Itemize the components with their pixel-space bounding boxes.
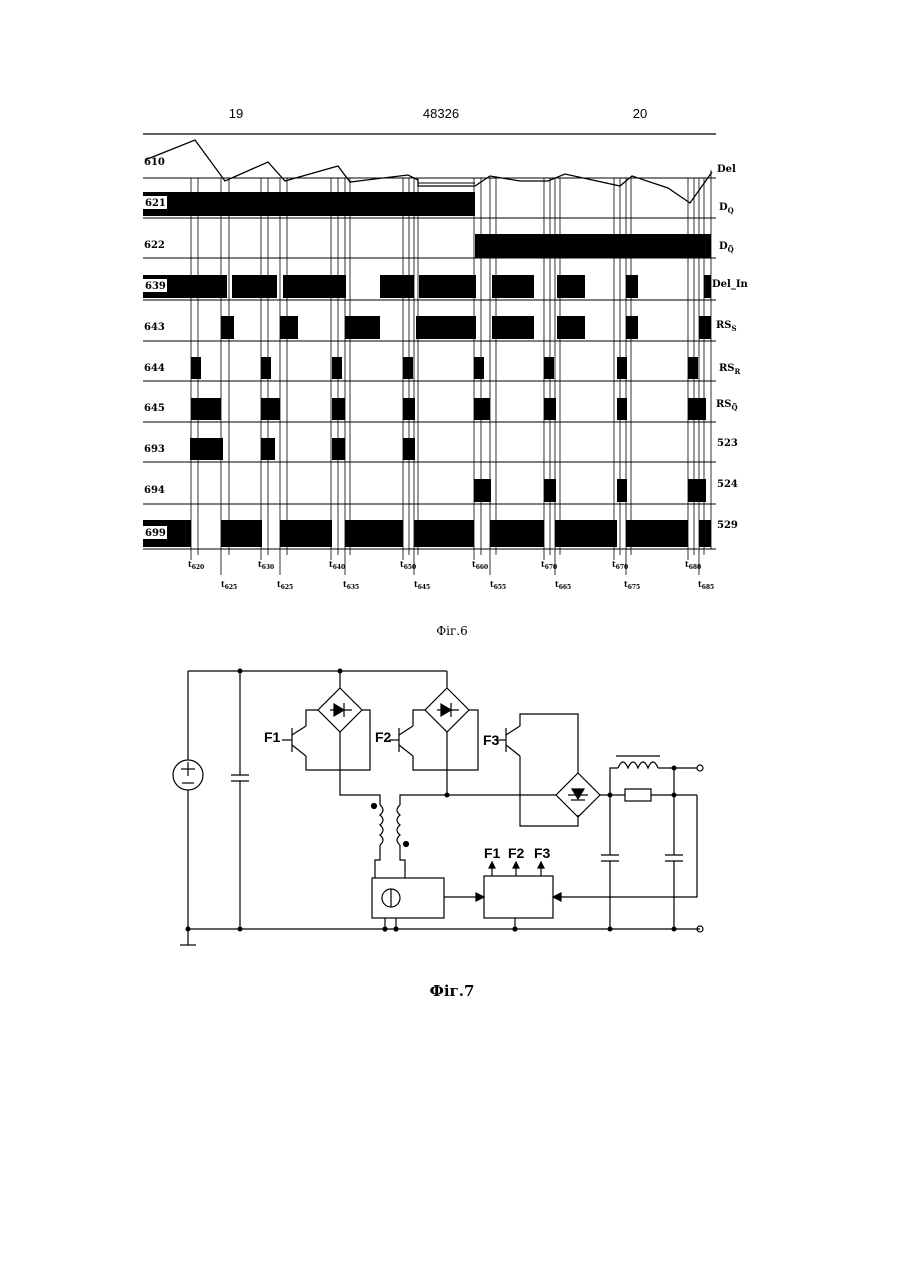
switch-label-f2: F2 <box>375 729 392 745</box>
row-label-622: 622 <box>144 240 165 251</box>
signal-label-del-in: Del_In <box>712 279 749 290</box>
row-label-699: 699 <box>145 528 166 539</box>
header-page-right: 20 <box>633 106 647 121</box>
time-label-t640: t640 <box>329 559 345 571</box>
time-label-t645: t645 <box>414 579 430 591</box>
current-sensor-box <box>372 878 444 918</box>
fig7-caption: Фіг.7 <box>430 982 475 1000</box>
signal-label-dq: DQ <box>719 202 734 215</box>
fig6-timing-diagram: 610 621 622 639 643 644 645 693 694 699 … <box>143 134 749 638</box>
row-label-639: 639 <box>145 281 166 292</box>
row-label-644: 644 <box>144 363 165 374</box>
inductor-icon <box>618 762 658 768</box>
signal-label-523: 523 <box>717 438 738 449</box>
switch-label-f3: F3 <box>483 732 500 748</box>
row-label-621: 621 <box>145 198 166 209</box>
transformer-secondary-icon <box>397 805 400 845</box>
header-page-left: 19 <box>229 106 243 121</box>
signal-label-del: Del <box>717 164 736 175</box>
time-label-t655: t655 <box>490 579 506 591</box>
time-label-t675: t675 <box>624 579 640 591</box>
waveform-pulses <box>143 192 711 547</box>
time-label-t630: t630 <box>258 559 274 571</box>
controller-output-f2: F2 <box>508 845 525 861</box>
time-label-t620: t620 <box>188 559 204 571</box>
transformer-primary-icon <box>380 805 383 845</box>
controller-output-f3: F3 <box>534 845 551 861</box>
signal-label-rs-r: RSR <box>719 363 741 376</box>
row-label-694: 694 <box>144 485 165 496</box>
signal-label-rs-s: RSS <box>716 320 737 333</box>
row-label-693: 693 <box>144 444 165 455</box>
row-label-645: 645 <box>144 403 165 414</box>
row-label-643: 643 <box>144 322 165 333</box>
signal-label-dq-bar: DQ̅ <box>719 241 734 254</box>
time-label-t635: t635 <box>343 579 359 591</box>
controller-box <box>484 876 553 918</box>
fig6-caption: Фіг.6 <box>436 624 468 638</box>
time-labels-upper: t625 t625 t635 t645 t655 t665 t670 t675 … <box>221 559 714 591</box>
time-label-t685: t685 <box>698 579 714 591</box>
time-label-t625a: t625 <box>221 579 237 591</box>
time-label-t665: t665 <box>555 579 571 591</box>
signal-label-524: 524 <box>717 479 738 490</box>
controller-output-f1: F1 <box>484 845 501 861</box>
time-label-t625b: t625 <box>277 579 293 591</box>
switch-label-f1: F1 <box>264 729 281 745</box>
resistor-icon <box>625 789 651 801</box>
time-label-t660: t660 <box>472 559 488 571</box>
signal-label-rs-q-bar: RSQ̅ <box>716 399 738 412</box>
row-label-610: 610 <box>144 157 165 168</box>
fig7-circuit-schematic <box>173 669 703 946</box>
signal-label-529: 529 <box>717 520 738 531</box>
header-patent-number: 48326 <box>423 106 459 121</box>
